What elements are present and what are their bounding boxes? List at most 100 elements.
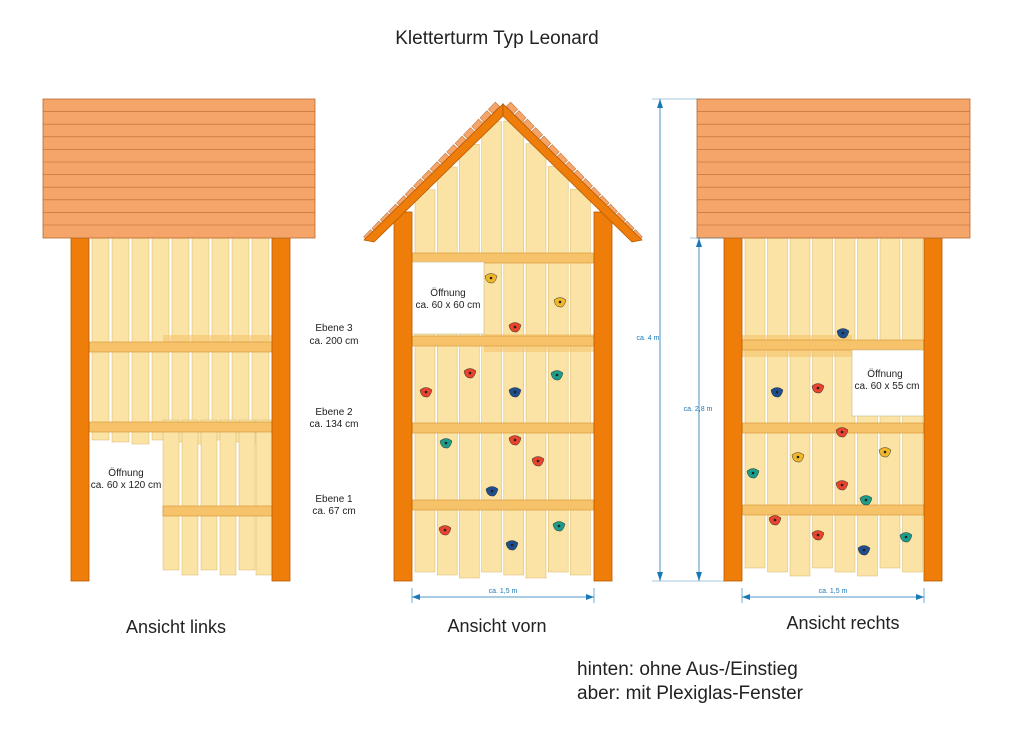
hold-bolt	[468, 371, 472, 375]
left-level-beam	[162, 505, 273, 517]
left-roof	[42, 98, 316, 239]
front-level-beam	[411, 335, 595, 347]
right-board	[744, 237, 766, 569]
left-lower-board	[255, 419, 273, 576]
hold-bolt	[796, 455, 800, 459]
front-board	[436, 166, 458, 576]
right-opening-label: Öffnung	[867, 368, 902, 380]
hold-bolt	[816, 533, 820, 537]
hold-bolt	[443, 528, 447, 532]
front-level-beam	[411, 499, 595, 511]
right-boards	[742, 237, 923, 577]
front-opening-size: ca. 60 x 60 cm	[415, 300, 480, 311]
left-upper-board	[111, 237, 130, 443]
hold-bolt	[513, 390, 517, 394]
left-opening-label: Öffnung	[108, 467, 143, 479]
hold-bolt	[558, 300, 562, 304]
right-board	[812, 237, 833, 569]
platform-height-arrow-bottom	[696, 572, 702, 581]
right-width-dimension: ca. 1,5 m	[741, 588, 925, 603]
hold-bolt	[751, 471, 755, 475]
left-level-beam	[88, 421, 273, 433]
hold-bolt	[555, 373, 559, 377]
front-opening-label: Öffnung	[430, 287, 465, 299]
front-board	[459, 144, 480, 579]
right-level-beam	[741, 504, 925, 516]
right-post-left	[723, 237, 743, 582]
roof-panel	[696, 98, 971, 239]
front-board	[414, 189, 436, 573]
hold-bolt	[840, 483, 844, 487]
left-lower-board	[238, 419, 256, 571]
left-view-caption: Ansicht links	[126, 617, 226, 637]
right-climbing-holds	[746, 328, 913, 556]
hold-bolt	[557, 524, 561, 528]
level-1-height: ca. 67 cm	[312, 506, 355, 517]
view-front: Öffnung ca. 60 x 60 cm ca. 1,5 m Ansicht…	[363, 101, 643, 636]
left-upper-board	[131, 237, 150, 445]
front-level-beam	[411, 422, 595, 434]
note-line-2: aber: mit Plexiglas-Fenster	[577, 683, 804, 704]
right-level-beam	[741, 339, 925, 351]
right-width-label: ca. 1,5 m	[819, 588, 848, 595]
diagram-title: Kletterturm Typ Leonard	[395, 28, 598, 49]
hold-bolt	[424, 390, 428, 394]
front-board	[525, 143, 547, 579]
hold-bolt	[841, 331, 845, 335]
total-height-arrow-top	[657, 99, 663, 108]
hold-bolt	[775, 390, 779, 394]
front-view-caption: Ansicht vorn	[447, 616, 546, 636]
level-2-name: Ebene 2	[315, 407, 353, 418]
total-height-arrow-bottom	[657, 572, 663, 581]
right-post-right	[923, 237, 943, 582]
left-opening-size: ca. 60 x 120 cm	[91, 480, 162, 491]
level-labels: Ebene 3 ca. 200 cm Ebene 2 ca. 134 cm Eb…	[310, 323, 359, 517]
hold-bolt	[816, 386, 820, 390]
front-board	[570, 188, 591, 576]
level-1-name: Ebene 1	[315, 494, 353, 505]
roof-tile	[487, 101, 500, 114]
platform-height-arrow-top	[696, 238, 702, 247]
right-dimension-arrow-left	[742, 594, 750, 600]
front-width-dimension: ca. 1,5 m	[411, 588, 595, 603]
left-upper-board	[91, 237, 110, 441]
left-lower-board	[200, 419, 218, 571]
front-dimension-arrow-left	[412, 594, 420, 600]
left-post-left	[70, 237, 90, 582]
front-roof	[363, 101, 643, 243]
hold-bolt	[883, 450, 887, 454]
right-view-caption: Ansicht rechts	[786, 613, 899, 633]
level-2-height: ca. 134 cm	[310, 419, 359, 430]
right-board	[789, 237, 811, 577]
hold-bolt	[513, 325, 517, 329]
hold-bolt	[444, 441, 448, 445]
hold-bolt	[840, 430, 844, 434]
hold-bolt	[490, 489, 494, 493]
view-right: Öffnung ca. 60 x 55 cm ca. 4 m ca. 2,8 m	[637, 98, 971, 633]
hold-bolt	[904, 535, 908, 539]
view-left: Öffnung ca. 60 x 120 cm Ansicht links	[42, 98, 316, 637]
level-3-height: ca. 200 cm	[310, 336, 359, 347]
hold-bolt	[773, 518, 777, 522]
front-post-left	[393, 211, 413, 582]
roof-beam-right	[502, 103, 643, 243]
front-post-right	[593, 211, 613, 582]
left-level-beam	[88, 341, 273, 353]
front-climbing-holds	[419, 273, 567, 551]
note-line-1: hinten: ohne Aus-/Einstieg	[577, 659, 798, 680]
left-lower-board	[162, 419, 180, 571]
total-height-label: ca. 4 m	[637, 335, 660, 342]
right-roof	[696, 98, 971, 239]
front-dimension-arrow-right	[586, 594, 594, 600]
level-3-name: Ebene 3	[315, 323, 353, 334]
front-width-label: ca. 1,5 m	[489, 588, 518, 595]
right-opening-size: ca. 60 x 55 cm	[854, 381, 919, 392]
roof-tile	[506, 101, 519, 114]
hold-bolt	[864, 498, 868, 502]
front-board	[547, 166, 569, 573]
front-level-beam	[411, 252, 595, 264]
hold-bolt	[862, 548, 866, 552]
left-lower-board	[181, 419, 199, 576]
